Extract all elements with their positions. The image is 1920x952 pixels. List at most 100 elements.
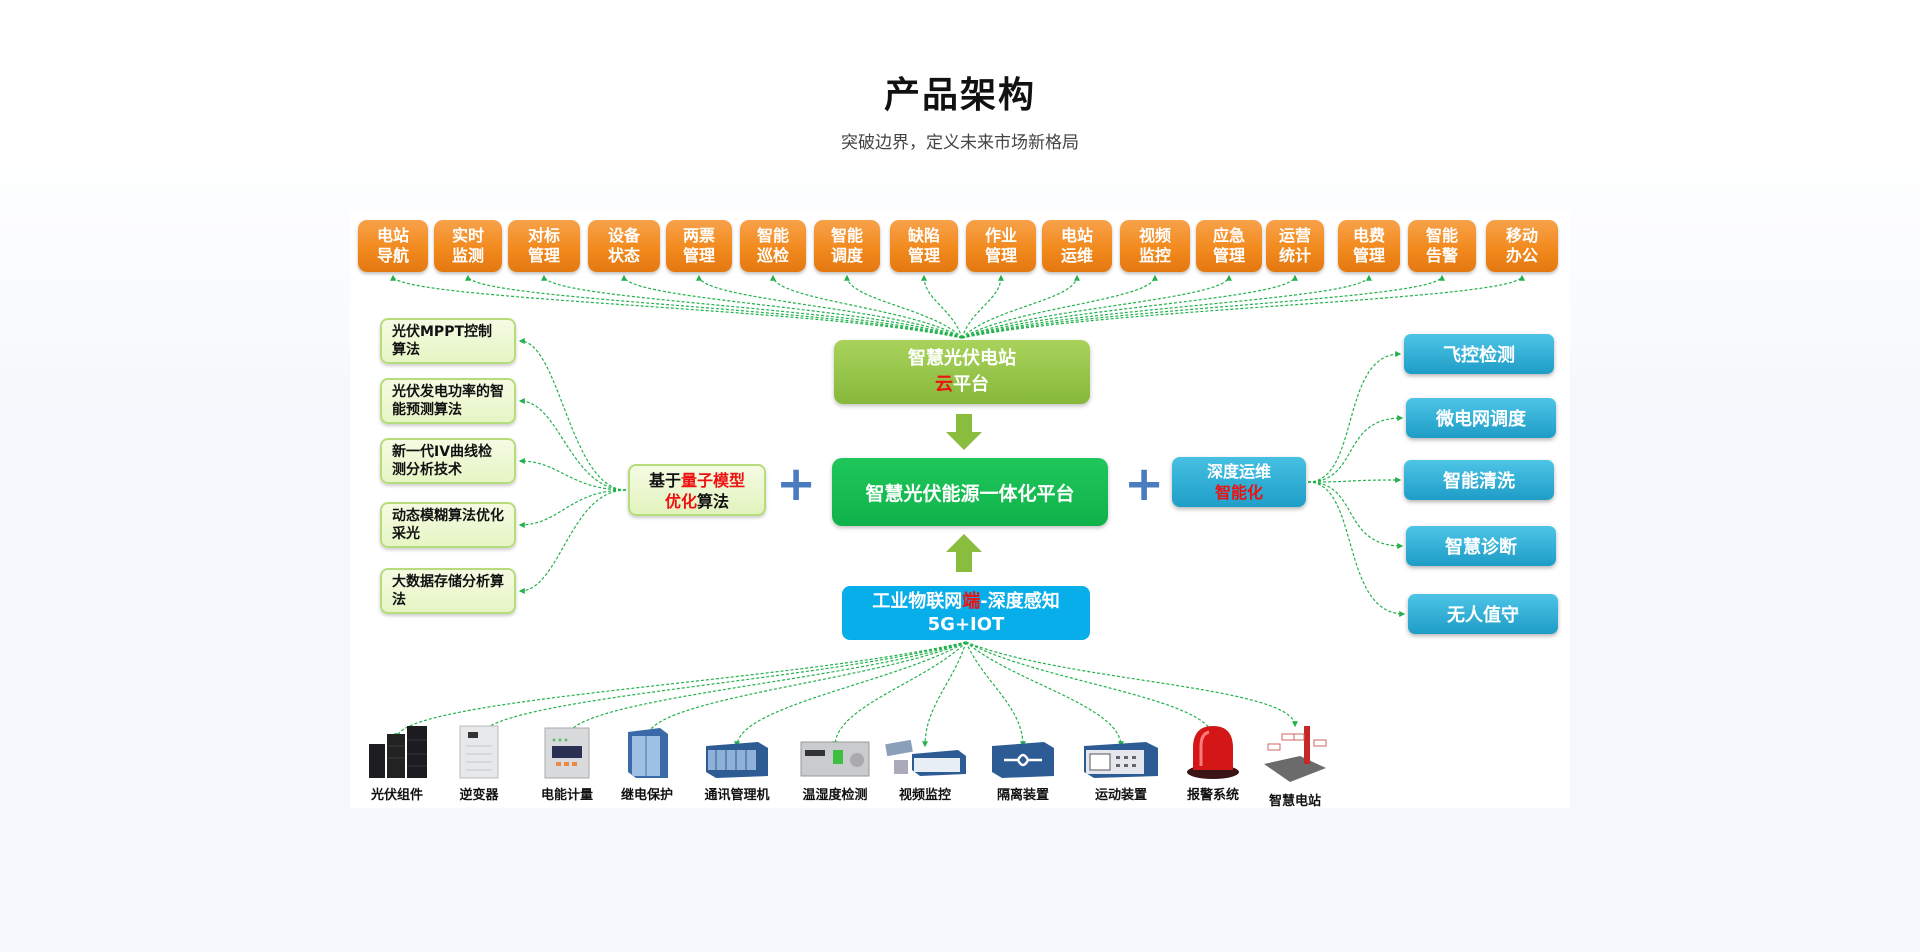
device-link <box>832 641 967 748</box>
algorithm-item: 新一代IV曲线检测分析技术 <box>380 438 516 484</box>
device-item: 逆变器 <box>434 720 524 803</box>
device-link <box>922 641 967 748</box>
module-line1: 智能 <box>830 226 863 245</box>
module-line1: 电站 <box>376 226 409 245</box>
top-link <box>961 274 1298 339</box>
ops-link <box>1307 477 1402 484</box>
algorithm-link <box>518 489 627 528</box>
device-label: 通讯管理机 <box>704 788 770 803</box>
top-module-1: 实时监测 <box>434 220 502 272</box>
plus-icon: + <box>776 456 817 512</box>
top-link <box>465 274 963 339</box>
ops-hub-box: 深度运维 智能化 <box>1172 457 1306 507</box>
ops-line1: 深度运维 <box>1206 462 1271 481</box>
device-link <box>965 641 1026 748</box>
algorithm-item: 光伏发电功率的智能预测算法 <box>380 378 516 424</box>
algorithm-item: 动态模糊算法优化采光 <box>380 502 516 548</box>
device-item: 报警系统 <box>1168 720 1258 803</box>
ops-feature-item: 智慧诊断 <box>1406 526 1556 566</box>
algorithm-link <box>518 398 627 491</box>
top-link <box>961 274 1372 339</box>
device-item: 视频监控 <box>880 720 970 803</box>
alarm-light-icon <box>1168 720 1258 780</box>
top-module-12: 运营统计 <box>1266 220 1324 272</box>
device-label: 运动装置 <box>1094 788 1147 803</box>
device-item: 电能计量 <box>522 720 612 803</box>
algorithm-item: 大数据存储分析算法 <box>380 568 516 614</box>
iot-suffix: -深度感知 <box>980 591 1060 612</box>
top-link <box>696 274 963 339</box>
ops-feature-item: 微电网调度 <box>1406 398 1556 438</box>
top-module-13: 电费管理 <box>1338 220 1400 272</box>
inverter-icon <box>434 720 524 780</box>
module-line2: 管理 <box>984 246 1017 265</box>
algo-highlight2: 优化 <box>664 492 697 511</box>
device-link <box>965 641 1298 728</box>
iot-prefix: 工业物联网 <box>872 591 963 612</box>
algorithm-item: 光伏MPPT控制算法 <box>380 318 516 364</box>
module-line2: 统计 <box>1278 246 1311 265</box>
device-label: 隔离装置 <box>996 788 1049 803</box>
top-module-15: 移动办公 <box>1486 220 1558 272</box>
algorithm-link <box>518 338 627 491</box>
device-link <box>644 641 967 740</box>
device-label: 温湿度检测 <box>802 788 868 803</box>
top-link <box>921 274 963 339</box>
module-line1: 智能 <box>1425 226 1458 245</box>
algo-highlight1: 量子模型 <box>681 471 746 490</box>
device-link <box>476 641 967 740</box>
arrow-up-icon <box>946 534 982 572</box>
architecture-diagram: 电站导航实时监测对标管理设备状态两票管理智能巡检智能调度缺陷管理作业管理电站运维… <box>350 210 1570 809</box>
connector-lines <box>390 274 1525 748</box>
module-line1: 电费 <box>1352 226 1385 245</box>
module-line1: 缺陷 <box>907 226 940 245</box>
iot-line2: 5G+IOT <box>927 614 1005 635</box>
ops-highlight: 智能化 <box>1214 483 1263 502</box>
cloud-platform-rest: 平台 <box>953 374 989 395</box>
module-line2: 巡检 <box>756 246 789 265</box>
module-line2: 管理 <box>1212 246 1245 265</box>
comm-manager-icon <box>692 720 782 780</box>
telecontrol-device-icon <box>1076 720 1166 780</box>
top-link <box>961 274 1232 339</box>
module-line1: 对标 <box>527 226 560 245</box>
device-label: 智慧电站 <box>1268 794 1321 809</box>
relay-cabinet-icon <box>602 720 692 780</box>
top-module-10: 视频监控 <box>1120 220 1190 272</box>
top-link <box>390 274 963 339</box>
device-link <box>965 641 1124 748</box>
device-label: 逆变器 <box>459 788 499 803</box>
module-line2: 管理 <box>907 246 940 265</box>
core-platform-box: 智慧光伏能源一体化平台 <box>832 458 1108 526</box>
top-module-2: 对标管理 <box>508 220 580 272</box>
module-line2: 管理 <box>527 246 560 265</box>
module-line2: 监控 <box>1138 246 1171 265</box>
device-label: 光伏组件 <box>370 788 423 803</box>
device-item: 运动装置 <box>1076 720 1166 803</box>
ops-feature-item: 飞控检测 <box>1404 334 1554 374</box>
module-line1: 设备 <box>607 226 640 245</box>
module-line2: 调度 <box>830 246 863 265</box>
top-link <box>961 274 1004 339</box>
page-title: 产品架构 <box>883 75 1036 116</box>
module-line2: 导航 <box>376 246 409 265</box>
ops-link <box>1307 481 1404 549</box>
top-link <box>961 274 1525 339</box>
top-module-4: 两票管理 <box>666 220 732 272</box>
top-module-7: 缺陷管理 <box>890 220 958 272</box>
page-subtitle: 突破边界，定义未来市场新格局 <box>841 133 1079 153</box>
top-link <box>844 274 963 339</box>
algorithm-link <box>518 458 627 491</box>
module-line1: 应急 <box>1212 226 1245 245</box>
energy-meter-icon <box>522 720 612 780</box>
device-item: 通讯管理机 <box>692 720 782 803</box>
ops-link <box>1307 481 1406 617</box>
device-item: 光伏组件 <box>352 720 442 803</box>
iot-layer-box: 工业物联网端-深度感知 5G+IOT <box>842 586 1090 640</box>
module-line2: 告警 <box>1425 246 1458 265</box>
module-line1: 两票 <box>682 226 715 245</box>
top-link <box>541 274 963 339</box>
module-line1: 作业 <box>984 226 1017 245</box>
ops-feature-item: 无人值守 <box>1408 594 1558 634</box>
top-module-8: 作业管理 <box>966 220 1036 272</box>
